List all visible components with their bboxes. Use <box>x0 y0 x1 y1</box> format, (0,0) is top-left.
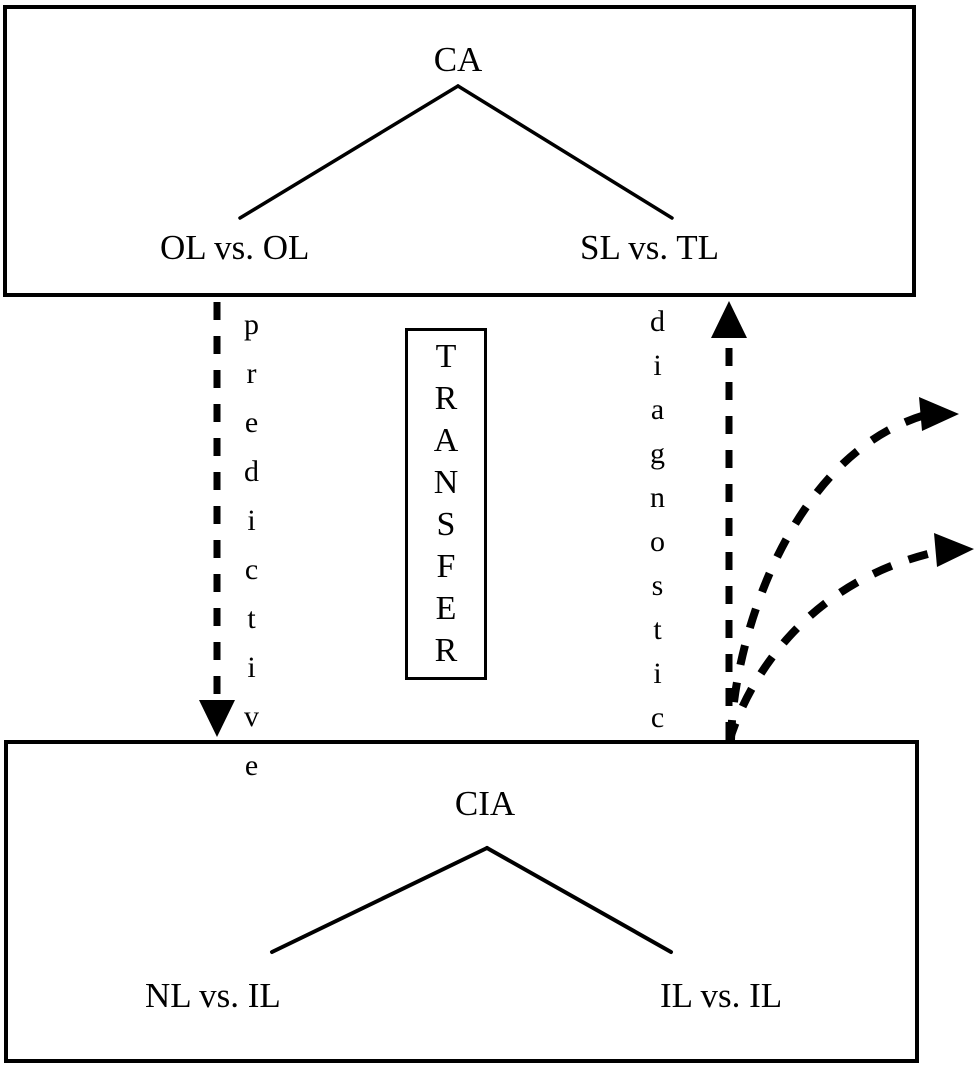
transfer-letter: N <box>433 464 459 501</box>
predictive-letter: e <box>244 748 259 782</box>
cia-box <box>4 740 919 1063</box>
diagnostic-letter: s <box>651 569 664 602</box>
predictive-arrowhead <box>199 700 235 737</box>
cia-root-label: CIA <box>454 784 516 823</box>
diagnostic-letter: a <box>650 393 665 426</box>
predictive-letter: c <box>244 552 259 586</box>
ca-leaf-left-label: OL vs. OL <box>160 228 310 267</box>
diagnostic-letter: i <box>653 349 662 382</box>
ca-leaf-right-label: SL vs. TL <box>580 228 720 267</box>
curved-arrow-lower-shaft <box>725 547 941 744</box>
curved-arrow-upper-head <box>919 397 959 431</box>
predictive-label: p r e d i c t i v e <box>244 300 259 790</box>
transfer-letter: T <box>435 338 457 375</box>
transfer-letter: S <box>436 506 456 543</box>
transfer-letter: A <box>433 422 459 459</box>
diagnostic-letter: c <box>650 701 665 734</box>
transfer-box: T R A N S F E R <box>405 328 487 680</box>
predictive-letter: r <box>246 356 257 390</box>
predictive-letter: i <box>247 650 256 684</box>
diagnostic-letter: n <box>650 481 665 514</box>
diagnostic-letter: d <box>650 305 665 338</box>
diagnostic-letter: i <box>653 657 662 690</box>
transfer-letter: R <box>434 632 458 669</box>
ca-root-label: CA <box>433 40 483 79</box>
transfer-letter: F <box>436 548 456 585</box>
predictive-letter: p <box>244 307 259 341</box>
diagnostic-letter: t <box>653 613 662 646</box>
diagnostic-letter: g <box>650 437 665 470</box>
predictive-letter: d <box>244 454 259 488</box>
curved-arrow-lower-head <box>934 533 974 567</box>
cia-leaf-right-label: IL vs. IL <box>660 976 783 1015</box>
predictive-letter: e <box>244 405 259 439</box>
curved-arrow-upper-shaft <box>727 411 927 741</box>
predictive-letter: t <box>247 601 256 635</box>
ca-box <box>3 5 916 297</box>
transfer-letter: R <box>434 380 458 417</box>
transfer-letter: E <box>435 590 457 627</box>
diagnostic-label: d i a g n o s t i c <box>650 300 665 740</box>
cia-leaf-left-label: NL vs. IL <box>145 976 281 1015</box>
diagnostic-arrowhead <box>711 301 747 338</box>
predictive-letter: i <box>247 503 256 537</box>
predictive-letter: v <box>244 699 259 733</box>
diagnostic-letter: o <box>650 525 665 558</box>
